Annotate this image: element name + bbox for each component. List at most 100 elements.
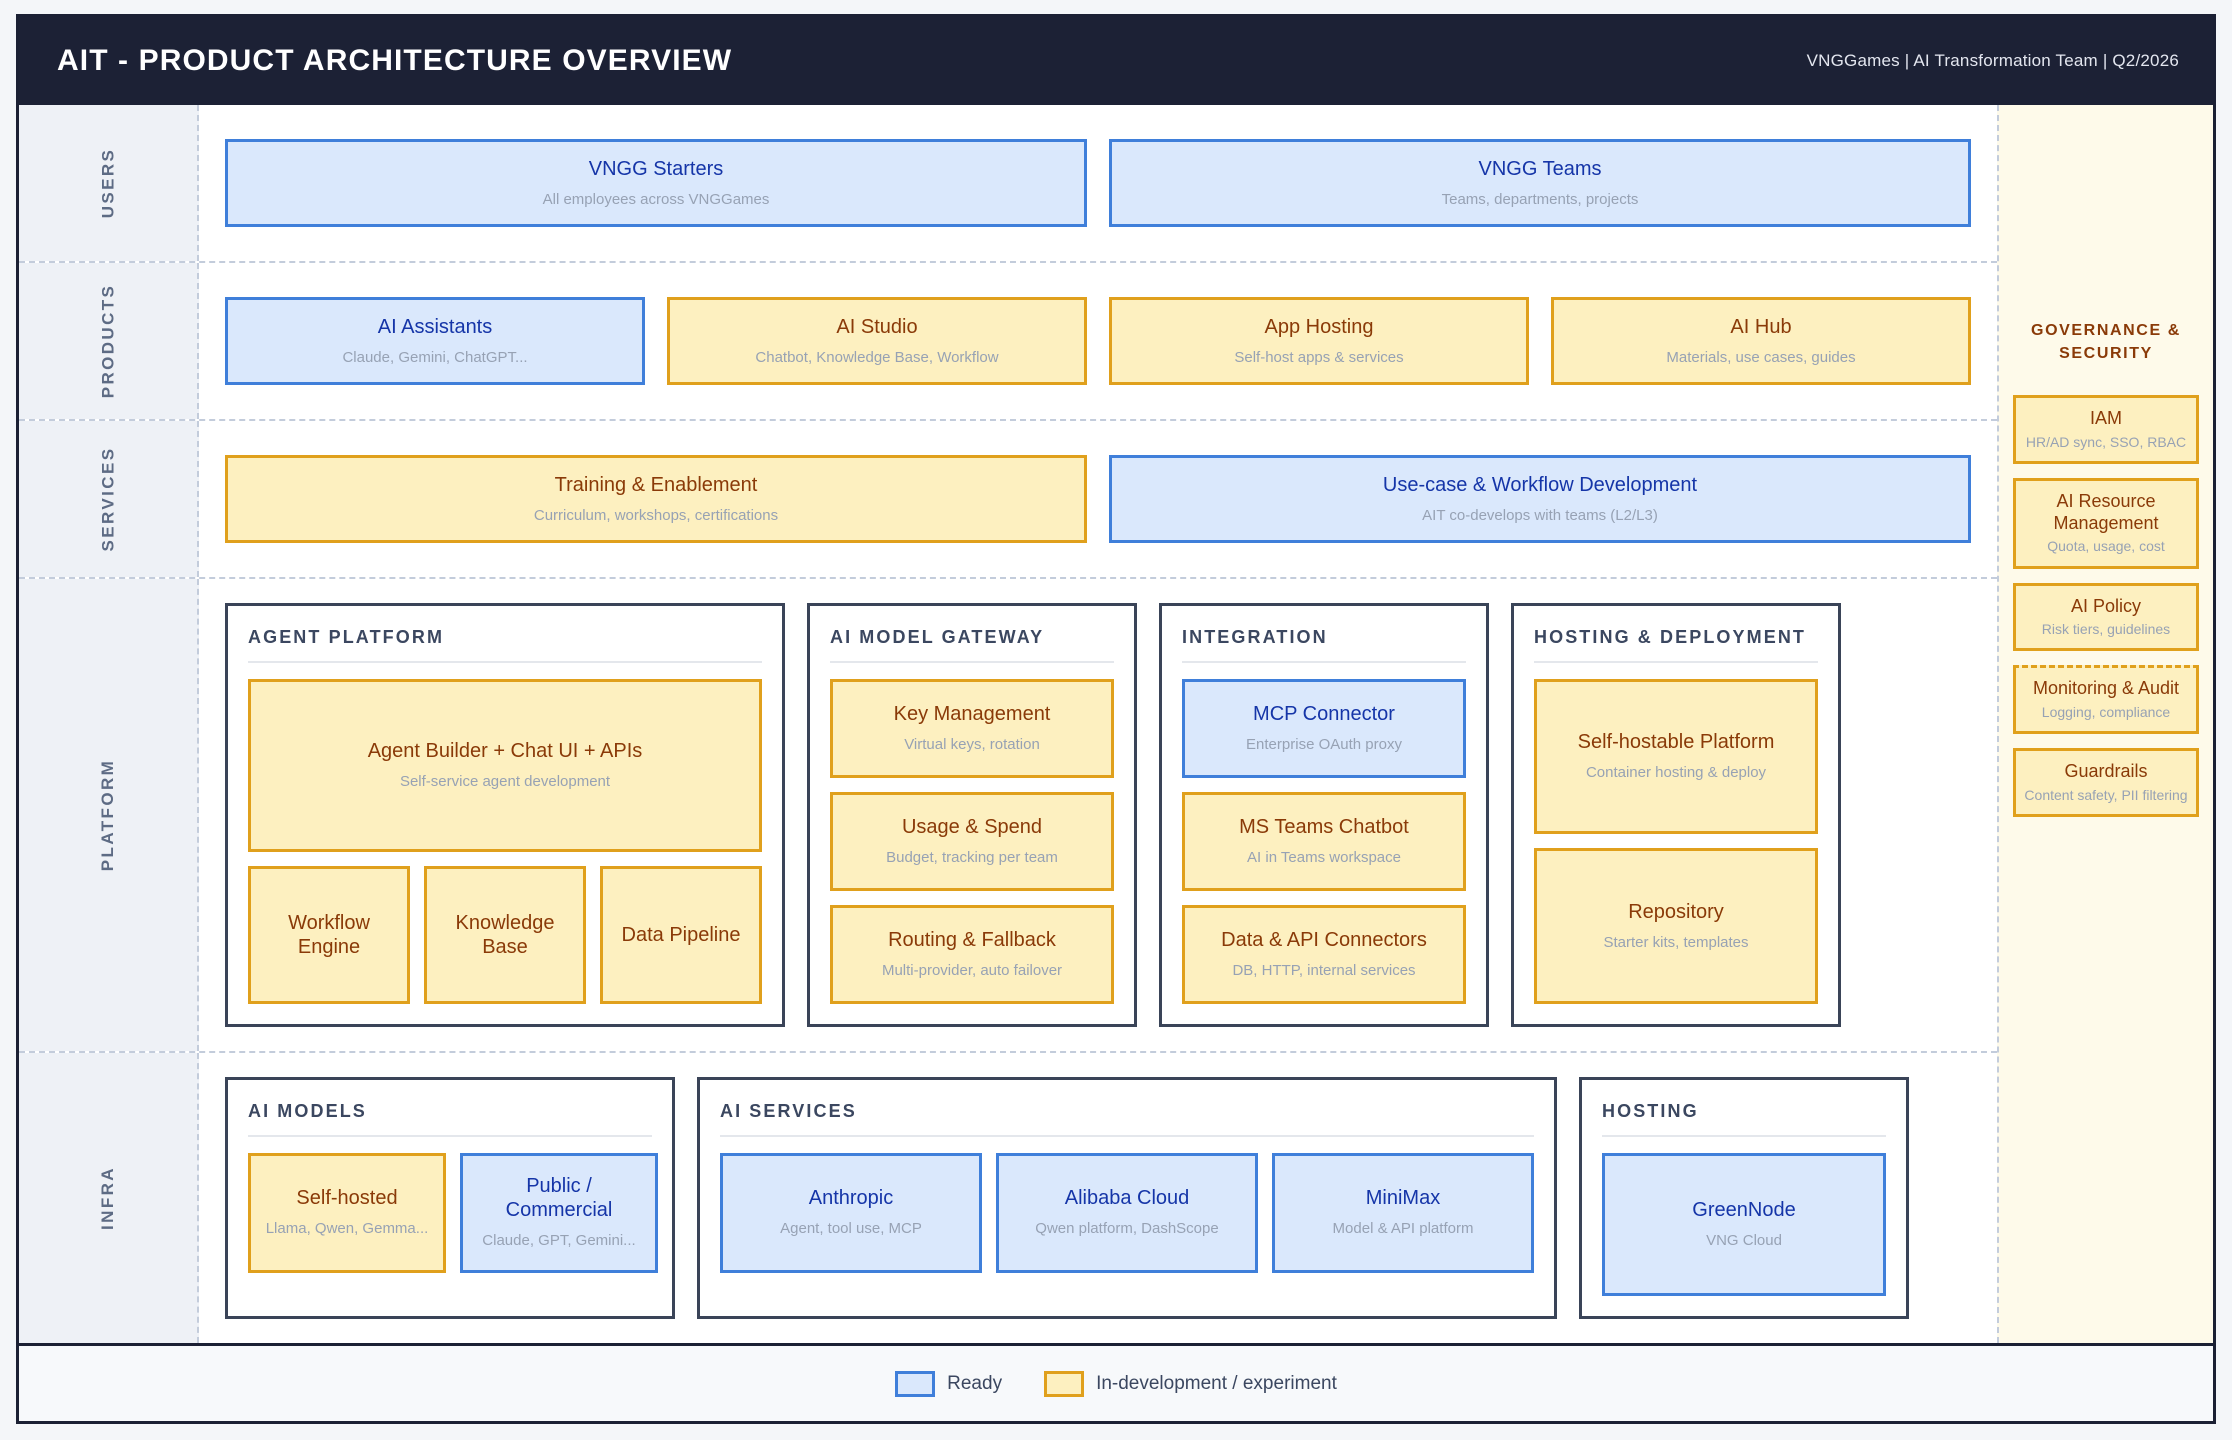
card-subtitle: AIT co-develops with teams (L2/L3) [1422,506,1658,524]
lane-infra: INFRA AI MODELS Self-hosted Llama, Qwen,… [19,1053,1997,1343]
card-app-hosting[interactable]: App Hosting Self-host apps & services [1109,297,1529,385]
card-title: Guardrails [2064,761,2148,782]
lane-label-text: PLATFORM [98,758,117,872]
card-alibaba-cloud[interactable]: Alibaba Cloud Qwen platform, DashScope [996,1152,1258,1273]
card-title: Public / Commercial [505,1175,613,1222]
governance-security-panel: GOVERNANCE & SECURITY IAM HR/AD sync, SS… [1997,105,2213,1343]
diagram-header: AIT - PRODUCT ARCHITECTURE OVERVIEW VNGG… [19,17,2213,105]
group-title: INTEGRATION [1182,627,1328,647]
lane-services: SERVICES Training & Enablement Curriculu… [19,421,1997,579]
card-training-enablement[interactable]: Training & Enablement Curriculum, worksh… [225,455,1087,543]
card-title: VNGG Starters [588,157,724,180]
group-ai-services: AI SERVICES Anthropic Agent, tool use, M… [697,1077,1557,1319]
card-iam[interactable]: IAM HR/AD sync, SSO, RBAC [2013,395,2199,465]
card-ai-assistants[interactable]: AI Assistants Claude, Gemini, ChatGPT... [225,297,645,385]
group-infra-hosting: HOSTING GreenNode VNG Cloud [1579,1077,1909,1319]
card-subtitle: Self-service agent development [399,773,611,791]
card-anthropic[interactable]: Anthropic Agent, tool use, MCP [720,1152,982,1273]
card-ai-policy[interactable]: AI Policy Risk tiers, guidelines [2013,582,2199,652]
card-public-commercial-models[interactable]: Public / Commercial Claude, GPT, Gemini.… [460,1152,658,1273]
card-greennode[interactable]: GreenNode VNG Cloud [1602,1152,1886,1296]
card-title: AI Studio [836,315,918,338]
card-ms-teams-chatbot[interactable]: MS Teams Chatbot AI in Teams workspace [1182,791,1466,891]
group-title: AI MODEL GATEWAY [830,627,1045,647]
group-body: Anthropic Agent, tool use, MCP Alibaba C… [720,1152,1534,1297]
card-title: AI Hub [1730,315,1792,338]
card-subtitle: Claude, GPT, Gemini... [482,1232,636,1250]
group-divider [248,1134,652,1137]
card-guardrails[interactable]: Guardrails Content safety, PII filtering [2013,748,2199,817]
card-data-api-connectors[interactable]: Data & API Connectors DB, HTTP, internal… [1182,904,1466,1005]
card-title: IAM [2089,408,2122,429]
card-subtitle: VNG Cloud [1706,1232,1782,1249]
card-vngg-teams[interactable]: VNGG Teams Teams, departments, projects [1109,139,1971,227]
lane-label-text: INFRA [97,1166,117,1230]
card-subtitle: Teams, departments, projects [1441,190,1639,208]
legend-label: Ready [947,1372,1003,1394]
group-title: HOSTING & DEPLOYMENT [1534,627,1807,647]
group-integration: INTEGRATION MCP Connector Enterprise OAu… [1159,603,1489,1027]
card-subtitle: Risk tiers, guidelines [2041,621,2171,638]
card-routing-fallback[interactable]: Routing & Fallback Multi-provider, auto … [830,904,1114,1005]
legend-swatch-ready-icon [895,1370,936,1397]
card-data-pipeline[interactable]: Data Pipeline [600,866,762,1004]
card-monitoring-audit[interactable]: Monitoring & Audit Logging, compliance [2013,665,2199,735]
card-workflow-engine[interactable]: Workflow Engine [248,866,410,1004]
card-subtitle: Quota, usage, cost [2047,538,2165,555]
card-title: Alibaba Cloud [1064,1187,1190,1210]
card-ai-resource-management[interactable]: AI Resource Management Quota, usage, cos… [2013,478,2199,569]
card-title: Workflow Engine [288,912,370,959]
card-knowledge-base[interactable]: Knowledge Base [424,866,586,1004]
group-title: HOSTING [1602,1101,1699,1121]
card-title: MCP Connector [1253,702,1395,725]
card-title: Monitoring & Audit [2032,678,2180,699]
lane-platform: PLATFORM AGENT PLATFORM Agent Builder + … [19,579,1997,1053]
card-ai-studio[interactable]: AI Studio Chatbot, Knowledge Base, Workf… [667,297,1087,385]
legend-item-in-development: In-development / experiment [1044,1370,1337,1397]
card-agent-builder[interactable]: Agent Builder + Chat UI + APIs Self-serv… [248,678,762,853]
card-title: Repository [1628,900,1724,923]
card-title: GreenNode [1692,1199,1796,1221]
card-title: MS Teams Chatbot [1239,816,1409,838]
card-ai-hub[interactable]: AI Hub Materials, use cases, guides [1551,297,1971,385]
card-title: Use-case & Workflow Development [1382,473,1698,496]
card-vngg-starters[interactable]: VNGG Starters All employees across VNGGa… [225,139,1087,227]
card-key-management[interactable]: Key Management Virtual keys, rotation [830,678,1114,778]
card-title: Data Pipeline [621,924,741,947]
lane-label-services: SERVICES [19,421,199,577]
card-usecase-workflow-development[interactable]: Use-case & Workflow Development AIT co-d… [1109,455,1971,543]
legend-swatch-in-development-icon [1044,1370,1085,1397]
lane-label-text: SERVICES [98,446,117,552]
diagram-body: USERS VNGG Starters All employees across… [19,105,2213,1343]
group-body: Self-hostable Platform Container hosting… [1534,678,1818,1004]
card-subtitle: Agent, tool use, MCP [780,1220,922,1238]
card-subtitle: Chatbot, Knowledge Base, Workflow [755,348,999,366]
card-self-hosted-models[interactable]: Self-hosted Llama, Qwen, Gemma... [248,1152,446,1273]
card-self-hostable-platform[interactable]: Self-hostable Platform Container hosting… [1534,678,1818,835]
card-repository[interactable]: Repository Starter kits, templates [1534,848,1818,1004]
card-subtitle: Content safety, PII filtering [2024,786,2188,803]
legend-label: In-development / experiment [1096,1372,1337,1394]
lane-label-infra: INFRA [19,1053,199,1343]
lane-label-users: USERS [19,105,199,261]
lane-content-infra: AI MODELS Self-hosted Llama, Qwen, Gemma… [199,1053,1997,1343]
card-subtitle: Virtual keys, rotation [904,735,1040,753]
card-mcp-connector[interactable]: MCP Connector Enterprise OAuth proxy [1182,678,1466,778]
card-title: Agent Builder + Chat UI + APIs [367,740,643,763]
card-usage-spend[interactable]: Usage & Spend Budget, tracking per team [830,791,1114,891]
card-subtitle: Curriculum, workshops, certifications [533,506,779,524]
card-subtitle: Claude, Gemini, ChatGPT... [342,348,528,366]
card-subtitle: Enterprise OAuth proxy [1246,735,1402,753]
group-ai-model-gateway: AI MODEL GATEWAY Key Management Virtual … [807,603,1137,1027]
card-title: MiniMax [1365,1187,1441,1210]
lane-content-products: AI Assistants Claude, Gemini, ChatGPT...… [199,263,1997,419]
group-body: GreenNode VNG Cloud [1602,1152,1886,1296]
card-subtitle: Budget, tracking per team [886,849,1058,866]
lane-stack: USERS VNGG Starters All employees across… [19,105,1997,1343]
card-title: Key Management [893,702,1051,725]
group-divider [720,1134,1534,1137]
card-title: AI Policy [2070,595,2142,616]
group-body: MCP Connector Enterprise OAuth proxy MS … [1182,678,1466,1005]
card-minimax[interactable]: MiniMax Model & API platform [1272,1152,1534,1273]
